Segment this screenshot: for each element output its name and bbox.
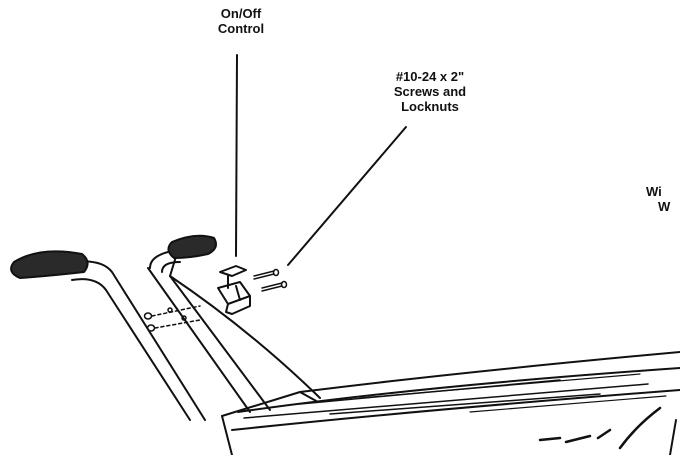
leader-line-on-off (235, 54, 238, 257)
right-grip (167, 234, 217, 259)
locknut-hardware (143, 305, 201, 332)
screws-locknuts-label: #10-24 x 2" Screws and Locknuts (393, 69, 467, 114)
cut-off-label: Wi W (646, 184, 671, 214)
on-off-control-bracket (217, 265, 251, 315)
left-grip (10, 250, 89, 279)
screw-hardware (253, 268, 288, 292)
on-off-control-label: On/Off Control (217, 6, 265, 36)
right-handle-bar (147, 249, 321, 413)
spreader-hopper (221, 351, 680, 455)
leader-line-screws (287, 126, 407, 266)
